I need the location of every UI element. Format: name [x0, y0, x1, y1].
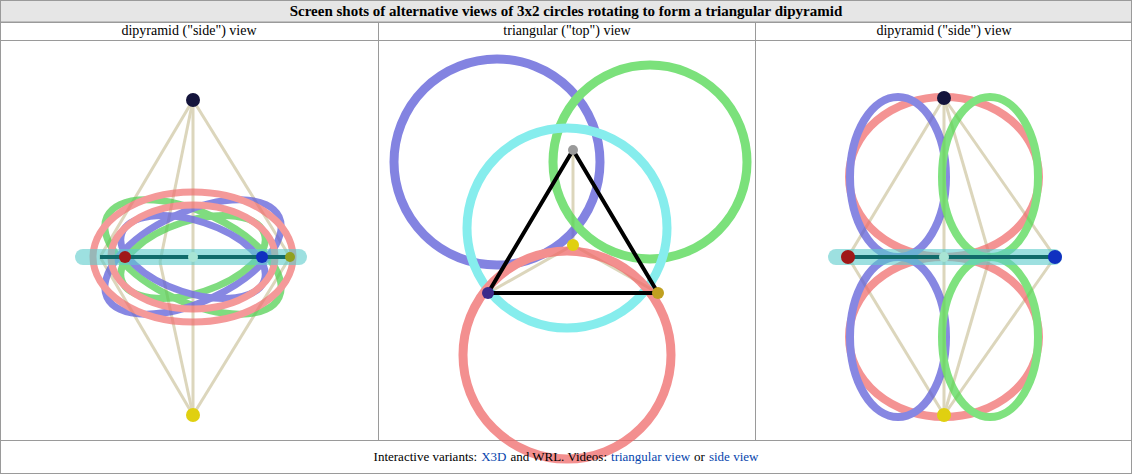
rings: [394, 59, 747, 459]
bottom-apex: [186, 408, 200, 422]
column-header: dipyramid ("side") view: [756, 22, 1132, 40]
red-vertex: [841, 250, 855, 264]
column-header: triangular ("top") view: [378, 22, 756, 40]
top-view: [394, 59, 747, 459]
side-view-2: [828, 91, 1062, 422]
dipyramid-edges: [100, 100, 290, 415]
cyan-ring: [467, 128, 667, 328]
vertex-dot: [652, 287, 664, 299]
red-ring: [849, 97, 1039, 257]
blue-vertex: [1048, 250, 1062, 264]
green-ring: [942, 97, 1038, 257]
table-footer: Interactive variants:X3Dand WRL. Videos:…: [0, 446, 1132, 468]
footer-text: Interactive variants:: [374, 449, 478, 465]
center-apex: [567, 239, 579, 251]
green-ring: [942, 257, 1038, 417]
dipyramid-edges: [848, 98, 1055, 415]
rings: [88, 176, 298, 338]
equator-line: [848, 255, 1055, 259]
red-ring: [93, 192, 293, 322]
row-rule: [0, 40, 1132, 41]
blue-ring: [850, 257, 946, 417]
footer-text: or: [694, 449, 705, 465]
blue-ring: [88, 176, 298, 338]
blue-ring: [850, 97, 946, 257]
side-view-1: [75, 93, 307, 422]
column-rule: [378, 22, 379, 440]
blue-vertex: [256, 251, 268, 263]
red-ring: [849, 257, 1039, 417]
edge-line: [160, 100, 193, 262]
row-rule: [0, 22, 1132, 23]
cyan-ring-edge-on: [75, 249, 307, 265]
top-apex: [186, 93, 200, 107]
table-title: Screen shots of alternative views of 3x2…: [0, 1, 1132, 22]
footer-text: and WRL. Videos:: [510, 449, 607, 465]
vertex-dot: [568, 145, 578, 155]
link-text: side view: [709, 449, 758, 465]
green-vertex: [285, 252, 295, 262]
center-vertex: [188, 252, 198, 262]
bottom-apex: [937, 408, 951, 422]
green-ring: [88, 176, 298, 338]
center-vertex: [939, 252, 949, 262]
triangle: [488, 150, 658, 293]
column-rule: [755, 22, 756, 440]
link-text: triangular view: [611, 449, 690, 465]
red-vertex: [119, 251, 131, 263]
column-header: dipyramid ("side") view: [0, 22, 378, 40]
title-band: [0, 0, 1132, 22]
link-text: X3D: [481, 449, 506, 465]
cyan-ring-edge-on: [828, 249, 1062, 265]
top-apex: [937, 91, 951, 105]
row-rule: [0, 440, 1132, 441]
vertex-dot: [482, 287, 494, 299]
